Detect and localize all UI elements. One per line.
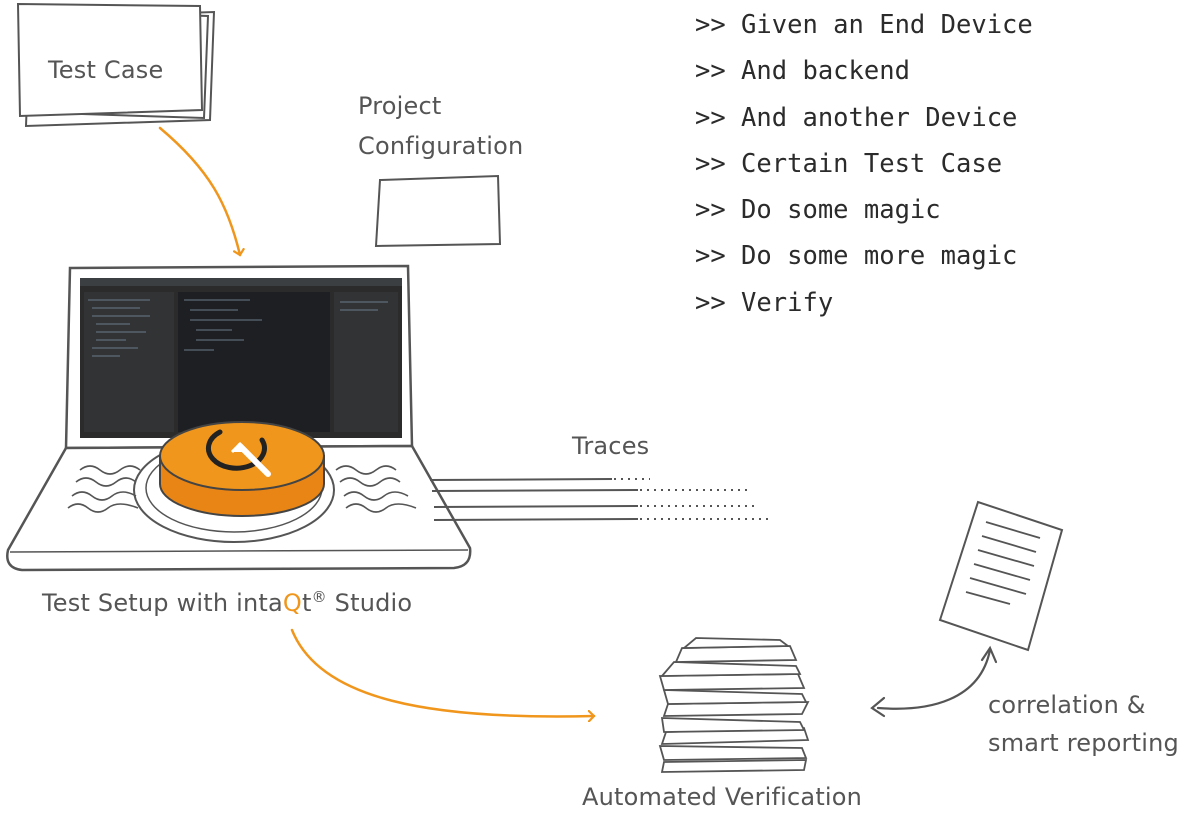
- flow-arrow-testcase-to-setup: [158, 126, 240, 255]
- report-document-icon: [938, 500, 1064, 652]
- script-line: >> Verify: [695, 287, 834, 318]
- script-line: >> Given an End Device: [695, 10, 1033, 40]
- traces-label: Traces: [572, 432, 650, 460]
- paper-stack-icon: [658, 637, 810, 773]
- brand-q-letter: Q: [282, 589, 303, 617]
- project-config-box: [374, 174, 502, 248]
- correlation-line1: correlation &: [988, 691, 1146, 719]
- project-config-line2: Configuration: [358, 132, 524, 160]
- test-setup-suffix: Studio: [326, 589, 413, 617]
- project-config-line1: Project: [358, 92, 442, 120]
- laptop-icon: [6, 264, 472, 572]
- project-config-label: Project Configuration: [358, 86, 523, 166]
- script-line: >> Do some more magic: [695, 241, 1018, 272]
- correlation-double-arrow-icon: [870, 645, 998, 718]
- test-setup-label: Test Setup with intaQt® Studio: [42, 588, 412, 617]
- test-case-label: Test Case: [48, 56, 164, 84]
- automated-verification-label: Automated Verification: [582, 783, 863, 811]
- script-line: >> Certain Test Case: [695, 148, 1003, 179]
- test-case-card-icon: [16, 2, 216, 128]
- trace-lines: [429, 478, 768, 521]
- intaqt-puck-icon: [159, 421, 325, 517]
- registered-mark: ®: [311, 588, 327, 606]
- correlation-label: correlation & smart reporting: [988, 686, 1179, 762]
- test-script-list: >> Given an End Device >> And backend >>…: [695, 2, 1033, 326]
- test-setup-prefix: Test Setup with inta: [42, 589, 283, 617]
- correlation-line2: smart reporting: [988, 729, 1179, 757]
- brand-t-letter: t: [302, 589, 312, 617]
- script-line: >> Do some magic: [695, 195, 941, 226]
- flow-arrow-setup-to-verification: [290, 628, 594, 716]
- script-line: >> And another Device: [695, 102, 1018, 133]
- script-line: >> And backend: [695, 56, 910, 87]
